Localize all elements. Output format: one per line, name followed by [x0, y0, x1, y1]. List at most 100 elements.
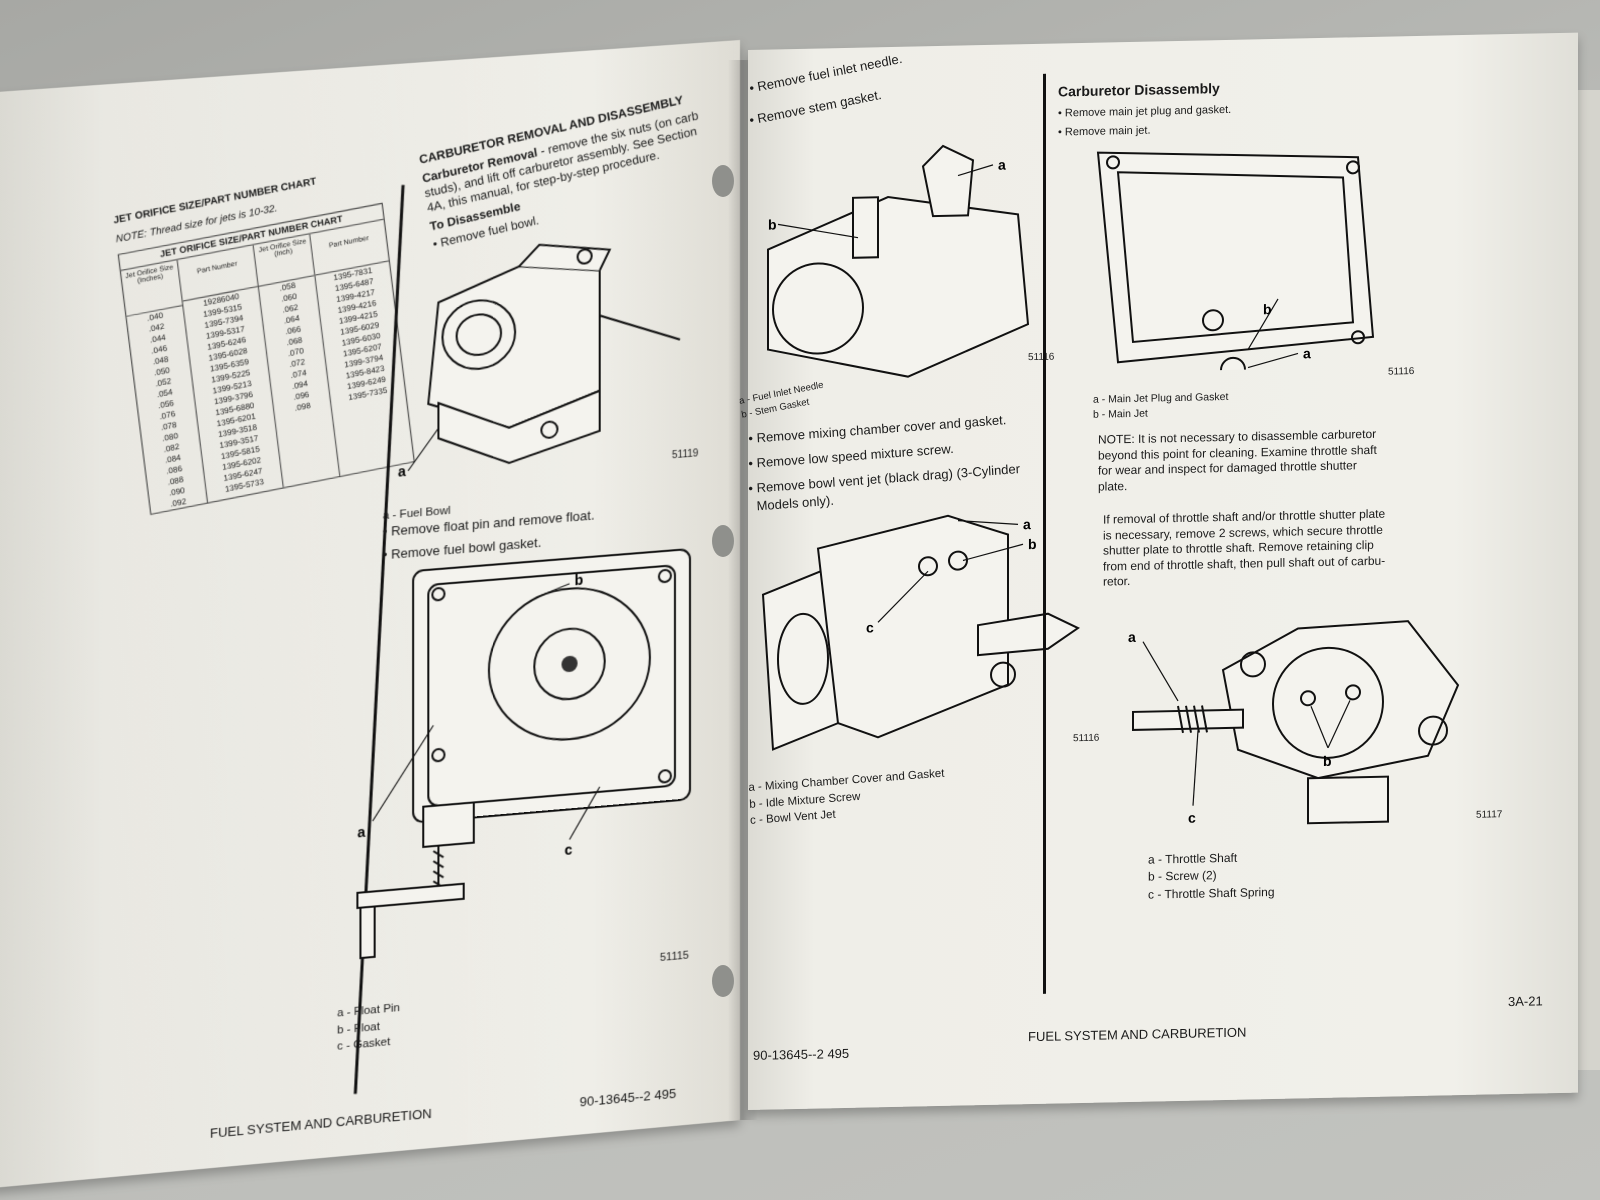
corner-hole-5b — [1346, 160, 1360, 175]
label-c4: c — [866, 619, 874, 635]
float-figure: a b c — [352, 543, 700, 984]
leader-b3 — [777, 223, 859, 239]
leader-a4 — [957, 520, 1019, 525]
label-a5: a — [1303, 345, 1311, 361]
binder-hole-2 — [712, 525, 734, 557]
bore-6 — [1272, 646, 1384, 759]
leader-a5 — [1247, 352, 1299, 369]
throat-3 — [772, 262, 864, 355]
fig5-captions: a - Main Jet Plug and Gasket b - Main Je… — [1093, 390, 1228, 423]
fig5-caption-b: b - Main Jet — [1093, 407, 1148, 421]
label-a3: a — [998, 157, 1006, 173]
leader-b4 — [962, 543, 1024, 562]
fig5-number: 51116 — [1388, 366, 1415, 378]
screw-6a — [1300, 690, 1316, 707]
label-b4: b — [1028, 536, 1037, 552]
leader-a3 — [957, 164, 994, 177]
jet-chart: JET ORIFICE SIZE/PART NUMBER CHART NOTE:… — [113, 164, 415, 516]
leader-b5 — [1247, 298, 1279, 350]
fuel-bowl-shape — [438, 391, 599, 469]
fig6-number: 51117 — [1476, 809, 1503, 821]
shaft-spring-6 — [1177, 705, 1208, 734]
left-footer-code: 90-13645--2 495 — [579, 1085, 677, 1110]
inlet-needle-figure: b a — [767, 144, 1030, 378]
needle-stem — [852, 196, 879, 259]
top-housing — [519, 240, 610, 277]
fig3-number: 51116 — [1028, 351, 1055, 364]
step6-text: Remove mixing chamber cover and gasket. — [756, 412, 1007, 446]
step7-text: Remove low speed mixture screw. — [756, 440, 954, 471]
label-c6: c — [1188, 810, 1196, 826]
throttle-arm — [977, 612, 1080, 657]
note-block: NOTE: It is not necessary to disassemble… — [1098, 427, 1377, 495]
fig5-caption-a: a - Main Jet Plug and Gasket — [1093, 390, 1229, 406]
fitting — [578, 249, 592, 264]
throat-4 — [777, 612, 829, 705]
idle-screw — [918, 556, 938, 577]
carb-body-3 — [767, 196, 1030, 378]
fuel-bowl-figure: a — [398, 213, 700, 477]
step10-text: Remove main jet. — [1064, 124, 1151, 139]
main-jet-figure: b a — [1096, 151, 1375, 373]
page-number: 3A-21 — [1508, 993, 1543, 1010]
jet-plug-5 — [1220, 356, 1246, 373]
leader-a — [408, 428, 438, 471]
label-b2: b — [575, 572, 584, 589]
throttle-lever — [600, 310, 680, 346]
step9-text: Remove main jet plug and gasket. — [1064, 103, 1232, 119]
drain-screw — [541, 421, 557, 438]
throat-opening — [442, 298, 515, 372]
fig6-caption-c: c - Throttle Shaft Spring — [1148, 884, 1275, 902]
corner-hole-5a — [1106, 155, 1120, 170]
fig6-captions: a - Throttle Shaft b - Screw (2) c - Thr… — [1148, 849, 1275, 904]
corner-hole-5c — [1351, 330, 1365, 345]
label-b6: b — [1323, 753, 1332, 769]
fig4-captions: a - Mixing Chamber Cover and Gasket b - … — [748, 766, 947, 830]
label-b3: b — [768, 216, 777, 232]
fig2-number: 51115 — [659, 949, 689, 965]
step-main-jet: • Remove main jet. — [1058, 124, 1151, 139]
linkage-eye — [990, 661, 1016, 688]
leader-b6a — [1310, 705, 1329, 749]
float-pin-lever — [357, 884, 463, 908]
screw-6b — [1345, 684, 1361, 701]
label-a2: a — [357, 824, 365, 841]
right-footer-title: FUEL SYSTEM AND CARBURETION — [1028, 1024, 1247, 1045]
fig4-number: 51116 — [1073, 732, 1100, 745]
label-a6: a — [1128, 629, 1136, 645]
binder-hole-3 — [712, 965, 734, 997]
jet-table: Jet Orifice Size (Inches) .040.042.044.0… — [120, 220, 414, 514]
mixing-chamber-figure: a b c — [761, 514, 1080, 751]
disassembly-block: Carburetor Disassembly • Remove main jet… — [1058, 80, 1231, 141]
step-main-jet-plug: • Remove main jet plug and gasket. — [1058, 103, 1232, 120]
inlet-fitting — [423, 802, 474, 847]
inlet-tower — [921, 144, 975, 218]
needle-seat — [561, 655, 578, 673]
vent-jet — [948, 550, 968, 571]
label-a: a — [398, 463, 406, 477]
label-c2: c — [565, 841, 573, 858]
binder-hole-1 — [712, 165, 734, 197]
bowl-rim-5 — [1116, 171, 1355, 344]
right-column-rule — [1043, 73, 1046, 994]
bowl-body-5 — [1096, 151, 1375, 364]
section2-title: Carburetor Disassembly — [1058, 80, 1220, 100]
leader-c4 — [877, 570, 929, 623]
right-footer-code: 90-13645--2 495 — [753, 1045, 850, 1063]
step-mixing-chamber: • Remove mixing chamber cover and gasket… — [748, 412, 1007, 446]
leader-a6 — [1142, 641, 1179, 702]
mount-hole-6a — [1240, 651, 1266, 678]
leader-b6b — [1327, 700, 1351, 749]
mount-hole-6b — [1418, 715, 1448, 746]
main-jet-5 — [1202, 309, 1224, 332]
chart-table-frame: JET ORIFICE SIZE/PART NUMBER CHART Jet O… — [117, 202, 415, 516]
step4-text: Remove fuel inlet needle. — [756, 50, 904, 95]
base-6 — [1307, 775, 1389, 825]
left-page: JET ORIFICE SIZE/PART NUMBER CHART NOTE:… — [0, 40, 740, 1189]
paragraph-block: If removal of throttle shaft and/or thro… — [1103, 507, 1385, 591]
right-page: • Remove fuel inlet needle. • Remove ste… — [738, 32, 1578, 1110]
throttle-shaft-figure: a c b — [1128, 620, 1460, 826]
fig1-number: 51119 — [671, 448, 699, 462]
leader-c6 — [1192, 730, 1199, 806]
